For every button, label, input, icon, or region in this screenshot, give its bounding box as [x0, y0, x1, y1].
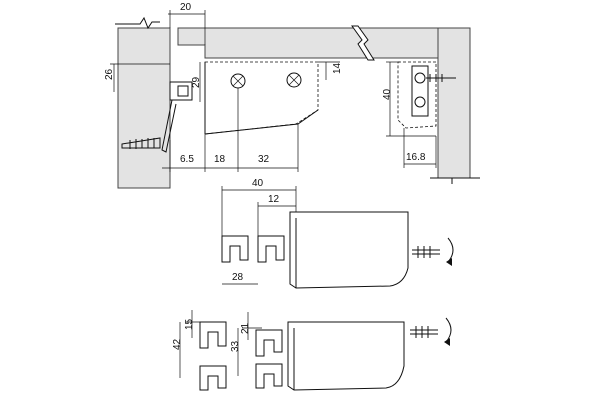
- dim-label-32: 32: [258, 154, 270, 165]
- right-side-wall: [437, 27, 471, 179]
- cabinet-side-wall: [117, 27, 171, 189]
- side-clip-leg: [161, 99, 177, 153]
- hook-upper-left: [199, 321, 227, 349]
- dim-label-15: 15: [184, 318, 195, 330]
- dim-label-42: 42: [172, 338, 183, 350]
- assembly-view: 20 26 29 14 40 16.8 6.5 18 32: [104, 2, 480, 189]
- right-plate-screw: [426, 74, 456, 82]
- hook-middle: [257, 235, 285, 263]
- dim-label-20: 20: [180, 2, 192, 13]
- bracket-edge: [204, 62, 319, 135]
- dim-label-21: 21: [240, 322, 251, 334]
- dim-label-6-5: 6.5: [180, 154, 194, 165]
- dim-label-33: 33: [230, 340, 241, 352]
- side-clip-inner: [177, 85, 189, 97]
- housing-2: [287, 321, 405, 391]
- dim-label-26: 26: [104, 68, 115, 80]
- rotate-arrowhead-icon-1: [446, 258, 452, 266]
- bracket-body: [204, 61, 319, 135]
- clip-view-2: 42 15 33 21: [172, 310, 452, 391]
- dim-label-40-side: 40: [382, 88, 393, 100]
- hook-left: [221, 235, 249, 263]
- dim-label-40: 40: [252, 178, 264, 189]
- hook-lower-middle: [255, 363, 283, 389]
- top-panel: [177, 27, 471, 59]
- dim-label-29: 29: [191, 76, 202, 88]
- dim-label-28: 28: [232, 272, 244, 283]
- dim-label-18: 18: [214, 154, 226, 165]
- break-mark-left: [115, 16, 160, 30]
- break-mark-top: [351, 25, 375, 61]
- hook-lower-left: [199, 365, 227, 391]
- dim-label-12: 12: [268, 194, 280, 205]
- rotate-arrowhead-icon-2: [444, 338, 450, 346]
- screw-cross-2: [288, 74, 300, 86]
- right-plate: [397, 61, 437, 129]
- hook-upper-middle: [255, 329, 283, 357]
- screw-cross-1: [232, 75, 244, 87]
- screwdriver-icon-2: [410, 326, 438, 338]
- screwdriver-icon-1: [412, 246, 440, 258]
- rotate-arrow-icon-1: [447, 237, 454, 263]
- dim-label-14: 14: [332, 62, 343, 74]
- dim-label-16-8: 16.8: [406, 152, 426, 163]
- clip-view-1: 40 12 28: [221, 178, 454, 289]
- wall-screw: [121, 137, 161, 149]
- right-plate-hole-1: [414, 72, 426, 84]
- rotate-arrow-icon-2: [445, 317, 452, 343]
- right-plate-hole-2: [414, 96, 426, 108]
- housing-1: [289, 211, 409, 289]
